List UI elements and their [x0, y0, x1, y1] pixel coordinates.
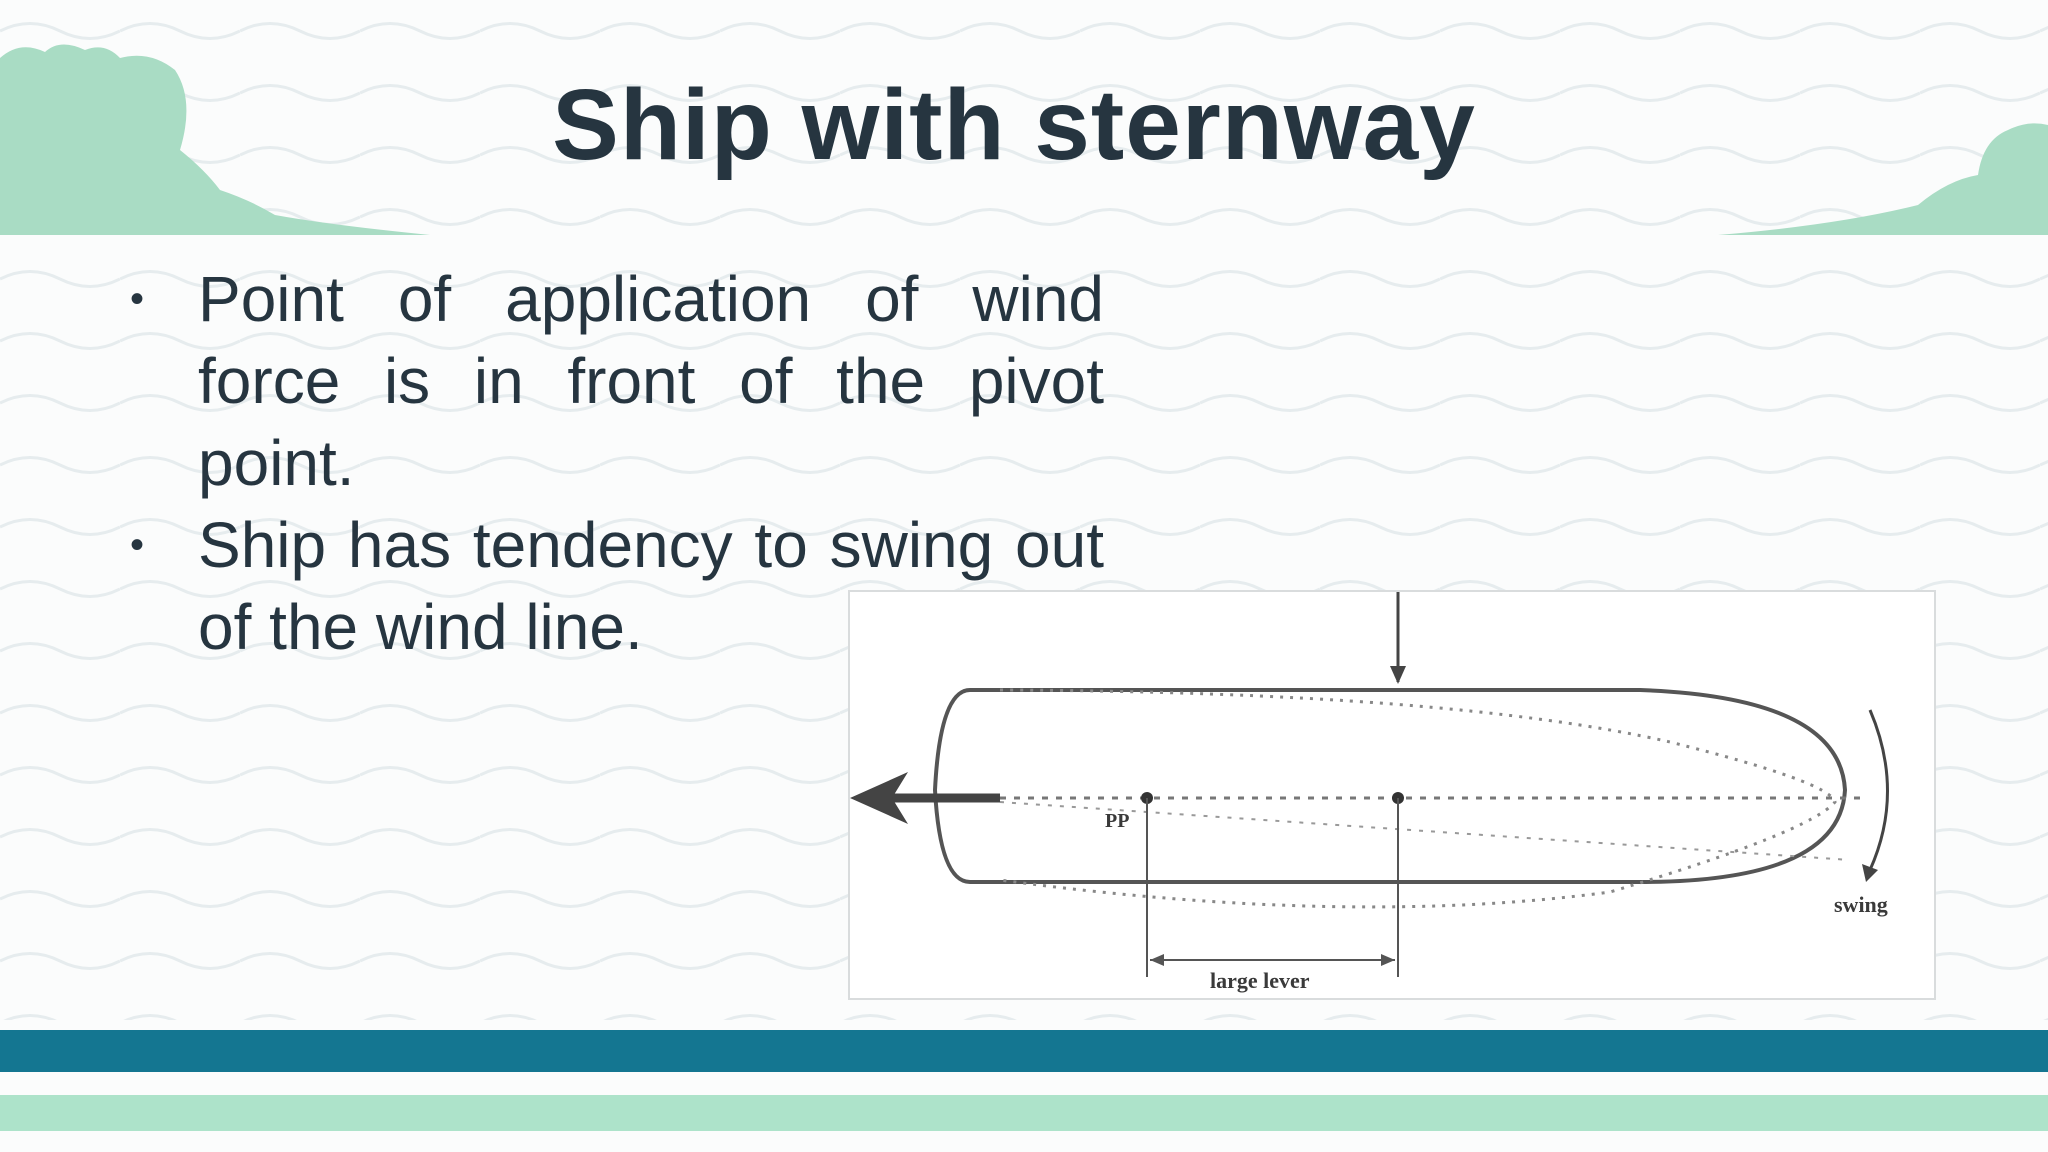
large-lever-label: large lever: [1210, 968, 1310, 993]
swing-arrow-head: [1862, 864, 1878, 882]
cloud-right-decoration: [1718, 123, 2048, 235]
bullet-list: Point of application of wind force is in…: [130, 258, 1104, 668]
cloud-left-decoration: [0, 44, 430, 235]
pivot-point-label: PP: [1105, 810, 1130, 832]
wind-arrow-head: [1390, 666, 1406, 684]
ship-hull: [932, 688, 1848, 884]
swing-arc: [1868, 709, 1889, 871]
ship-diagram-figure: PP swing large lever: [848, 590, 1936, 1000]
footer-band-dark: [0, 1030, 2048, 1072]
bullet-item: Point of application of wind force is in…: [130, 258, 1104, 504]
bullet-item: Ship has tendency to swing out of the wi…: [130, 504, 1104, 668]
swing-label: swing: [1834, 892, 1888, 917]
swung-centre-line: [999, 801, 1851, 861]
slide-title: Ship with sternway: [552, 69, 1476, 181]
swung-hull-outline: [999, 688, 1837, 909]
ship-diagram: [850, 592, 1889, 977]
footer-band-light: [0, 1095, 2048, 1131]
sternway-arrow-head: [850, 772, 908, 824]
